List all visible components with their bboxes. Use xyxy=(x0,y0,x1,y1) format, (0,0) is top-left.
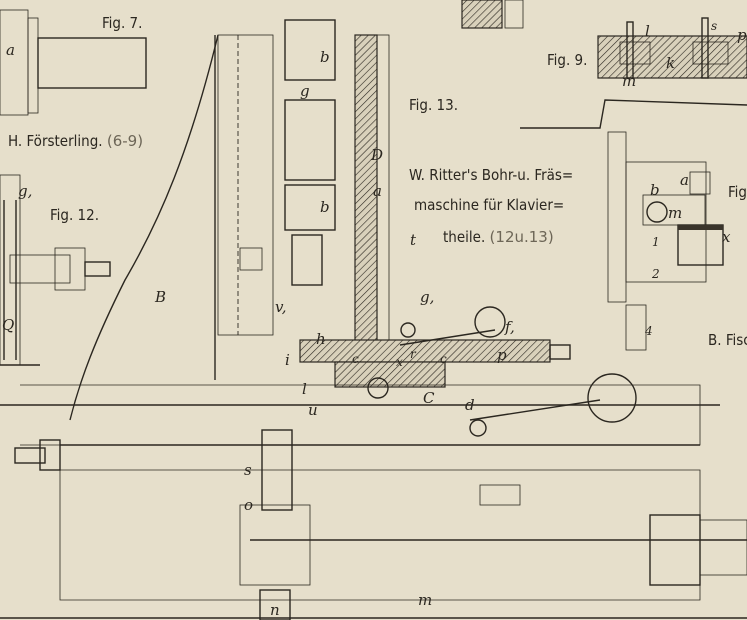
fig8-scale-4: 4 xyxy=(644,324,653,338)
label-v: v, xyxy=(275,298,286,316)
label-D: D xyxy=(370,146,383,164)
label-h: h xyxy=(316,330,326,348)
figure-12: g, Q Fig. 12. xyxy=(0,174,111,366)
label-t: t xyxy=(410,231,417,249)
credit-fischer: B. Fisc xyxy=(708,331,747,349)
label-p: p xyxy=(497,346,507,364)
label-f: f, xyxy=(504,318,515,336)
fig12-label-q: Q xyxy=(2,316,14,334)
fig8-label-m: m xyxy=(668,204,682,222)
label-i: i xyxy=(285,351,290,369)
fig7-title: Fig. 7. xyxy=(102,14,142,32)
caption-line-3: theile. (12u.13) xyxy=(443,228,554,246)
label-x: x xyxy=(396,355,403,369)
label-a: a xyxy=(373,182,382,200)
caption-line-2: maschine für Klavier= xyxy=(414,196,564,214)
label-l: l xyxy=(302,380,307,398)
label-B: B xyxy=(154,288,166,306)
label-b-upper: b xyxy=(320,48,330,66)
caption-line-1: W. Ritter's Bohr-u. Fräs= xyxy=(409,166,573,184)
fig8-label-x: x xyxy=(722,228,731,246)
label-g: g xyxy=(300,82,310,100)
fig8-scale-1: 1 xyxy=(652,235,660,249)
fig8-label-b: b xyxy=(650,181,660,199)
fig9-label-l: l xyxy=(645,22,650,40)
label-c-left: c xyxy=(352,352,359,366)
fig12-label-g: g, xyxy=(18,182,32,200)
fig7-label-a: a xyxy=(6,41,15,59)
fig9-label-m: m xyxy=(622,72,636,90)
figure-8: a b m x 1 2 4 Fig B. Fisc xyxy=(520,99,747,351)
label-C: C xyxy=(423,389,435,407)
fig9-title: Fig. 9. xyxy=(547,51,587,69)
figure-13: Fig. 13. W. Ritter's Bohr-u. Fräs= masch… xyxy=(0,19,747,620)
label-m: m xyxy=(418,591,432,609)
label-c-right: c xyxy=(440,352,447,366)
label-b-lower: b xyxy=(320,198,330,216)
label-n: n xyxy=(270,601,280,619)
figure-7: a Fig. 7. xyxy=(0,9,147,116)
fig12-title: Fig. 12. xyxy=(50,206,99,224)
label-u: u xyxy=(308,401,318,419)
label-r: r xyxy=(410,347,417,361)
fig9-label-s: s xyxy=(711,19,717,33)
label-g-comma: g, xyxy=(420,288,434,306)
fig9-label-p: p xyxy=(737,26,747,44)
fig8-label-a: a xyxy=(680,171,689,189)
fig9-label-k: k xyxy=(666,54,675,72)
credit-forsterling: H. Försterling. (6-9) xyxy=(8,132,143,150)
label-o: o xyxy=(244,496,253,514)
figure-9: Fig. 9. l s p k m xyxy=(547,17,747,90)
label-d: d xyxy=(465,396,475,414)
fig13-title: Fig. 13. xyxy=(409,96,458,114)
label-s: s xyxy=(244,461,252,479)
fig8-scale-2: 2 xyxy=(651,267,660,281)
fig8-title: Fig xyxy=(728,183,747,201)
